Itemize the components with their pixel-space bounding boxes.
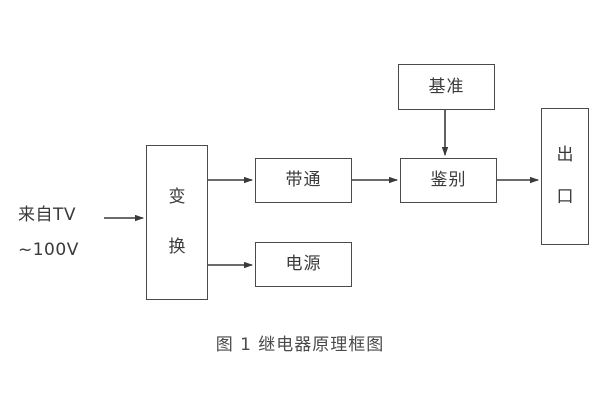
block-output-label-line1: 出 xyxy=(556,145,574,166)
block-power-supply-label: 电源 xyxy=(285,254,322,275)
block-output[interactable]: 出 口 xyxy=(541,108,589,245)
input-source-line1: 来自TV xyxy=(18,205,77,225)
block-reference[interactable]: 基准 xyxy=(398,64,495,110)
block-reference-label: 基准 xyxy=(428,76,465,97)
block-discriminate-label: 鉴别 xyxy=(430,170,467,191)
block-bandpass-label: 带通 xyxy=(285,170,322,191)
block-transform-label-line1: 变 xyxy=(168,186,186,207)
block-power-supply[interactable]: 电源 xyxy=(255,242,352,287)
block-transform-label-line2: 换 xyxy=(168,237,186,258)
block-bandpass[interactable]: 带通 xyxy=(255,158,352,203)
block-transform[interactable]: 变 换 xyxy=(146,145,208,300)
block-discriminate[interactable]: 鉴别 xyxy=(400,158,497,203)
block-output-label-line2: 口 xyxy=(556,186,574,207)
input-source-line2: ~100V xyxy=(18,240,79,260)
figure-caption: 图 1 继电器原理框图 xyxy=(215,335,385,355)
